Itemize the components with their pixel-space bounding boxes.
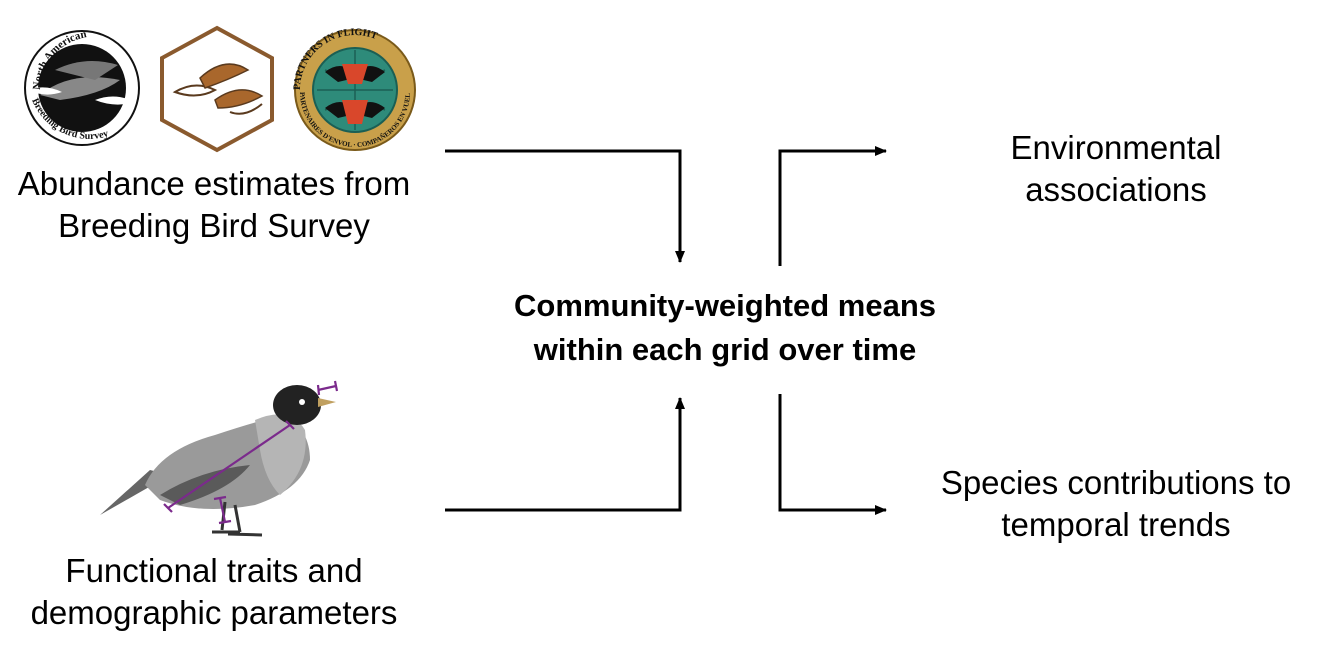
- trait-measure-marks: [163, 380, 339, 525]
- environmental-label: Environmental associations: [930, 127, 1302, 211]
- center-label-line1: Community-weighted means: [514, 288, 936, 323]
- abundance-label-line2: Breeding Bird Survey: [58, 207, 370, 244]
- traits-label-line2: demographic parameters: [30, 594, 398, 631]
- arrow-center-to-environmental: [778, 146, 887, 266]
- abundance-label: Abundance estimates from Breeding Bird S…: [0, 163, 428, 247]
- environmental-label-line1: Environmental: [1010, 129, 1222, 166]
- center-label-line2: within each grid over time: [533, 332, 917, 367]
- bbs-logo: North American Breeding Bird Survey: [24, 28, 140, 146]
- hexagon-bird-logo: [160, 25, 274, 153]
- traits-label-line1: Functional traits and: [65, 552, 363, 589]
- robin-illustration: [100, 385, 336, 537]
- species-label: Species contributions to temporal trends: [920, 462, 1312, 546]
- abundance-label-line1: Abundance estimates from: [17, 165, 411, 202]
- center-node-label: Community-weighted means within each gri…: [470, 284, 980, 372]
- traits-label: Functional traits and demographic parame…: [0, 550, 428, 634]
- species-label-line1: Species contributions to: [940, 464, 1292, 501]
- flow-arrows: [445, 146, 887, 515]
- arrow-center-to-species: [778, 394, 887, 515]
- arrow-traits-to-center: [445, 397, 685, 512]
- species-label-line2: temporal trends: [1001, 506, 1231, 543]
- arrow-abundance-to-center: [445, 149, 685, 263]
- environmental-label-line2: associations: [1025, 171, 1207, 208]
